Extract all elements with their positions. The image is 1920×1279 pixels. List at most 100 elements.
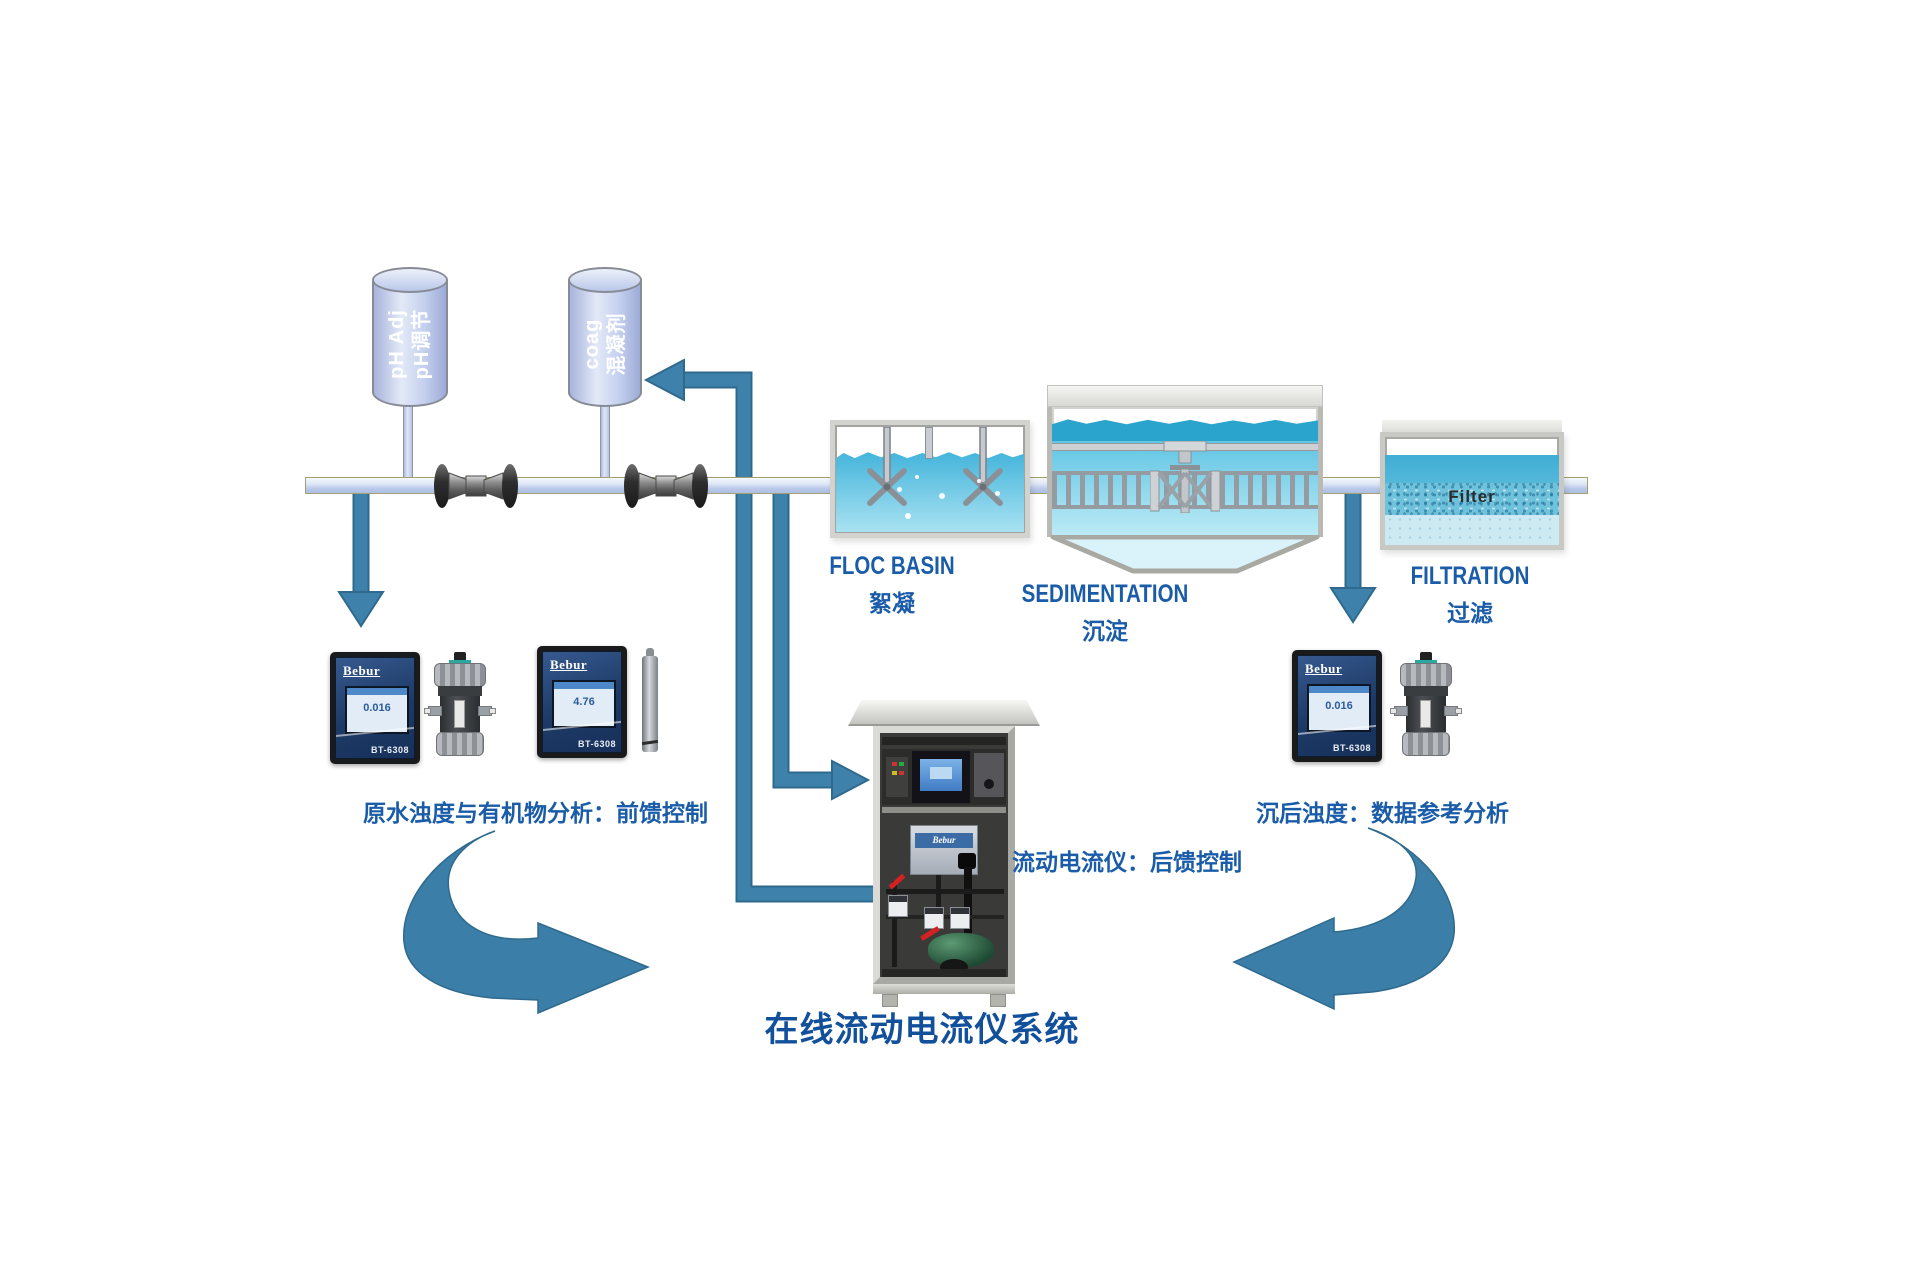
settled-turbidity-sensor (1390, 652, 1462, 760)
filter-body: Filter (1380, 432, 1564, 550)
cabinet-sill (873, 984, 1015, 994)
cabinet-body: Bebur (873, 726, 1015, 984)
ph-tank-lid (372, 267, 448, 293)
filtration-label-en: FILTRATION (1410, 562, 1530, 590)
filtration-label: FILTRATION 过滤 (1350, 562, 1590, 628)
power-socket (984, 779, 994, 789)
coagulant-tank: coag 混凝剂 (568, 267, 642, 407)
sedimentation-label-en: SEDIMENTATION (1021, 580, 1189, 608)
bubble (939, 493, 945, 499)
cabinet-foot (990, 994, 1006, 1007)
scm-annotation: 流动电流仪：后馈控制 (1012, 849, 1242, 875)
sensor-label-sticker (454, 700, 465, 728)
scm-brand-label: Bebur (915, 833, 973, 848)
sensor-cable-gland (454, 652, 466, 662)
sedimentation-label-cn: 沉淀 (1082, 618, 1128, 644)
organics-analyzer: Bebur 4.76 BT-6308 (537, 646, 627, 758)
tubing (936, 875, 941, 929)
sensor-top-cap (1400, 663, 1452, 687)
sensor-top-cap (434, 663, 486, 687)
analyzer-screen-bar (1309, 686, 1369, 693)
raw-turbidity-sensor (424, 652, 496, 760)
cabinet-shelf-rail (882, 807, 1006, 813)
dosing-head-cap (889, 896, 907, 902)
cabinet-base-rail (882, 969, 1006, 977)
filter-media-bed (1385, 483, 1559, 515)
sensor-port-nut (1390, 708, 1397, 714)
sensor-collar (1404, 686, 1448, 696)
controller-screen-window (930, 767, 952, 779)
cabinet-roof (848, 700, 1040, 726)
feedforward-swoosh-arrow-icon (403, 830, 650, 1015)
raw-turbidity-analyzer: Bebur 0.016 BT-6308 (330, 652, 420, 764)
sed-tank-cap (1047, 385, 1323, 407)
floc-basin-label-cn: 絮凝 (869, 590, 915, 616)
filter-underdrain (1385, 515, 1559, 545)
dosing-head-cap (951, 908, 969, 914)
feedback-arrowhead-icon (643, 358, 685, 402)
sample-line (774, 492, 834, 787)
probe-connector (646, 648, 654, 657)
ph-tank-label-cn: pH调节 (411, 308, 433, 380)
ph-tank-label-en: pH Adj (386, 309, 408, 379)
feedback-line (683, 373, 884, 901)
analyzer-screen: 0.016 (1307, 684, 1371, 732)
tubing (892, 881, 897, 967)
floc-basin (830, 420, 1030, 538)
settled-turbidity-analyzer: Bebur 0.016 BT-6308 (1292, 650, 1382, 762)
analyzer-brand: Bebur (1305, 661, 1343, 676)
cabinet-instrument-shelf (882, 749, 1006, 805)
floc-mixer-icon (963, 427, 1003, 506)
analyzer-model: BT-6308 (1332, 743, 1371, 753)
ph-tank-label: pH Adj pH调节 (385, 309, 435, 380)
sensor-bottom-cap (1402, 732, 1450, 756)
controller-screen (920, 759, 962, 791)
ph-tank-stem-pipe (403, 400, 413, 480)
sed-scraper-mechanism-icon (1150, 441, 1220, 513)
sensor-label-sticker (1420, 700, 1431, 728)
sample-arrowhead-icon (831, 759, 871, 801)
coag-tank-label: coag 混凝剂 (580, 313, 630, 376)
sed-tank-body (1047, 407, 1323, 537)
bubble (905, 513, 911, 519)
filter-media-label: Filter (1448, 487, 1496, 506)
analyzer-reading: 4.76 (573, 696, 595, 708)
sensor-port-nut (1455, 708, 1462, 714)
tubing-manifold (886, 915, 1004, 919)
probe-body (642, 656, 658, 752)
settled-water-arrowhead-icon (1329, 587, 1377, 624)
sensor-ring (1415, 660, 1437, 664)
analyzer-model: BT-6308 (370, 745, 409, 755)
led-indicator (892, 762, 897, 766)
filter-cap (1382, 420, 1562, 433)
sensor-port-nut (489, 708, 496, 714)
floc-basin-baffle (925, 427, 933, 459)
raw-water-annotation: 原水浊度与有机物分析：前馈控制 (363, 800, 708, 826)
analyzer-panel: Bebur 4.76 BT-6308 (542, 651, 622, 753)
tubing-manifold (886, 889, 1004, 894)
sample-line-outline (772, 492, 834, 789)
sensor-collar (438, 686, 482, 696)
coag-tank-label-cn: 混凝剂 (606, 312, 628, 376)
dosing-head (924, 907, 944, 929)
coag-tank-body (568, 280, 642, 407)
analyzer-reading: 0.016 (363, 702, 391, 714)
analyzer-screen: 4.76 (552, 680, 616, 728)
pipe-valve-2 (624, 464, 708, 508)
sensor-bottom-cap (436, 732, 484, 756)
power-module (974, 753, 1004, 797)
analyzer-panel: Bebur 0.016 BT-6308 (1297, 655, 1377, 757)
sedimentation-tank (1047, 385, 1323, 585)
led-indicator (899, 771, 904, 775)
filtration-label-cn: 过滤 (1447, 600, 1493, 626)
coag-tank-stem-pipe (600, 400, 610, 480)
analyzer-model: BT-6308 (577, 739, 616, 749)
filter-water (1385, 455, 1559, 483)
sensor-cable-gland (1420, 652, 1432, 662)
bubble (977, 479, 981, 483)
ph-tank-body (372, 280, 448, 407)
controller-unit (912, 751, 970, 803)
bubble (897, 487, 902, 492)
sensor-port-nut (424, 708, 431, 714)
